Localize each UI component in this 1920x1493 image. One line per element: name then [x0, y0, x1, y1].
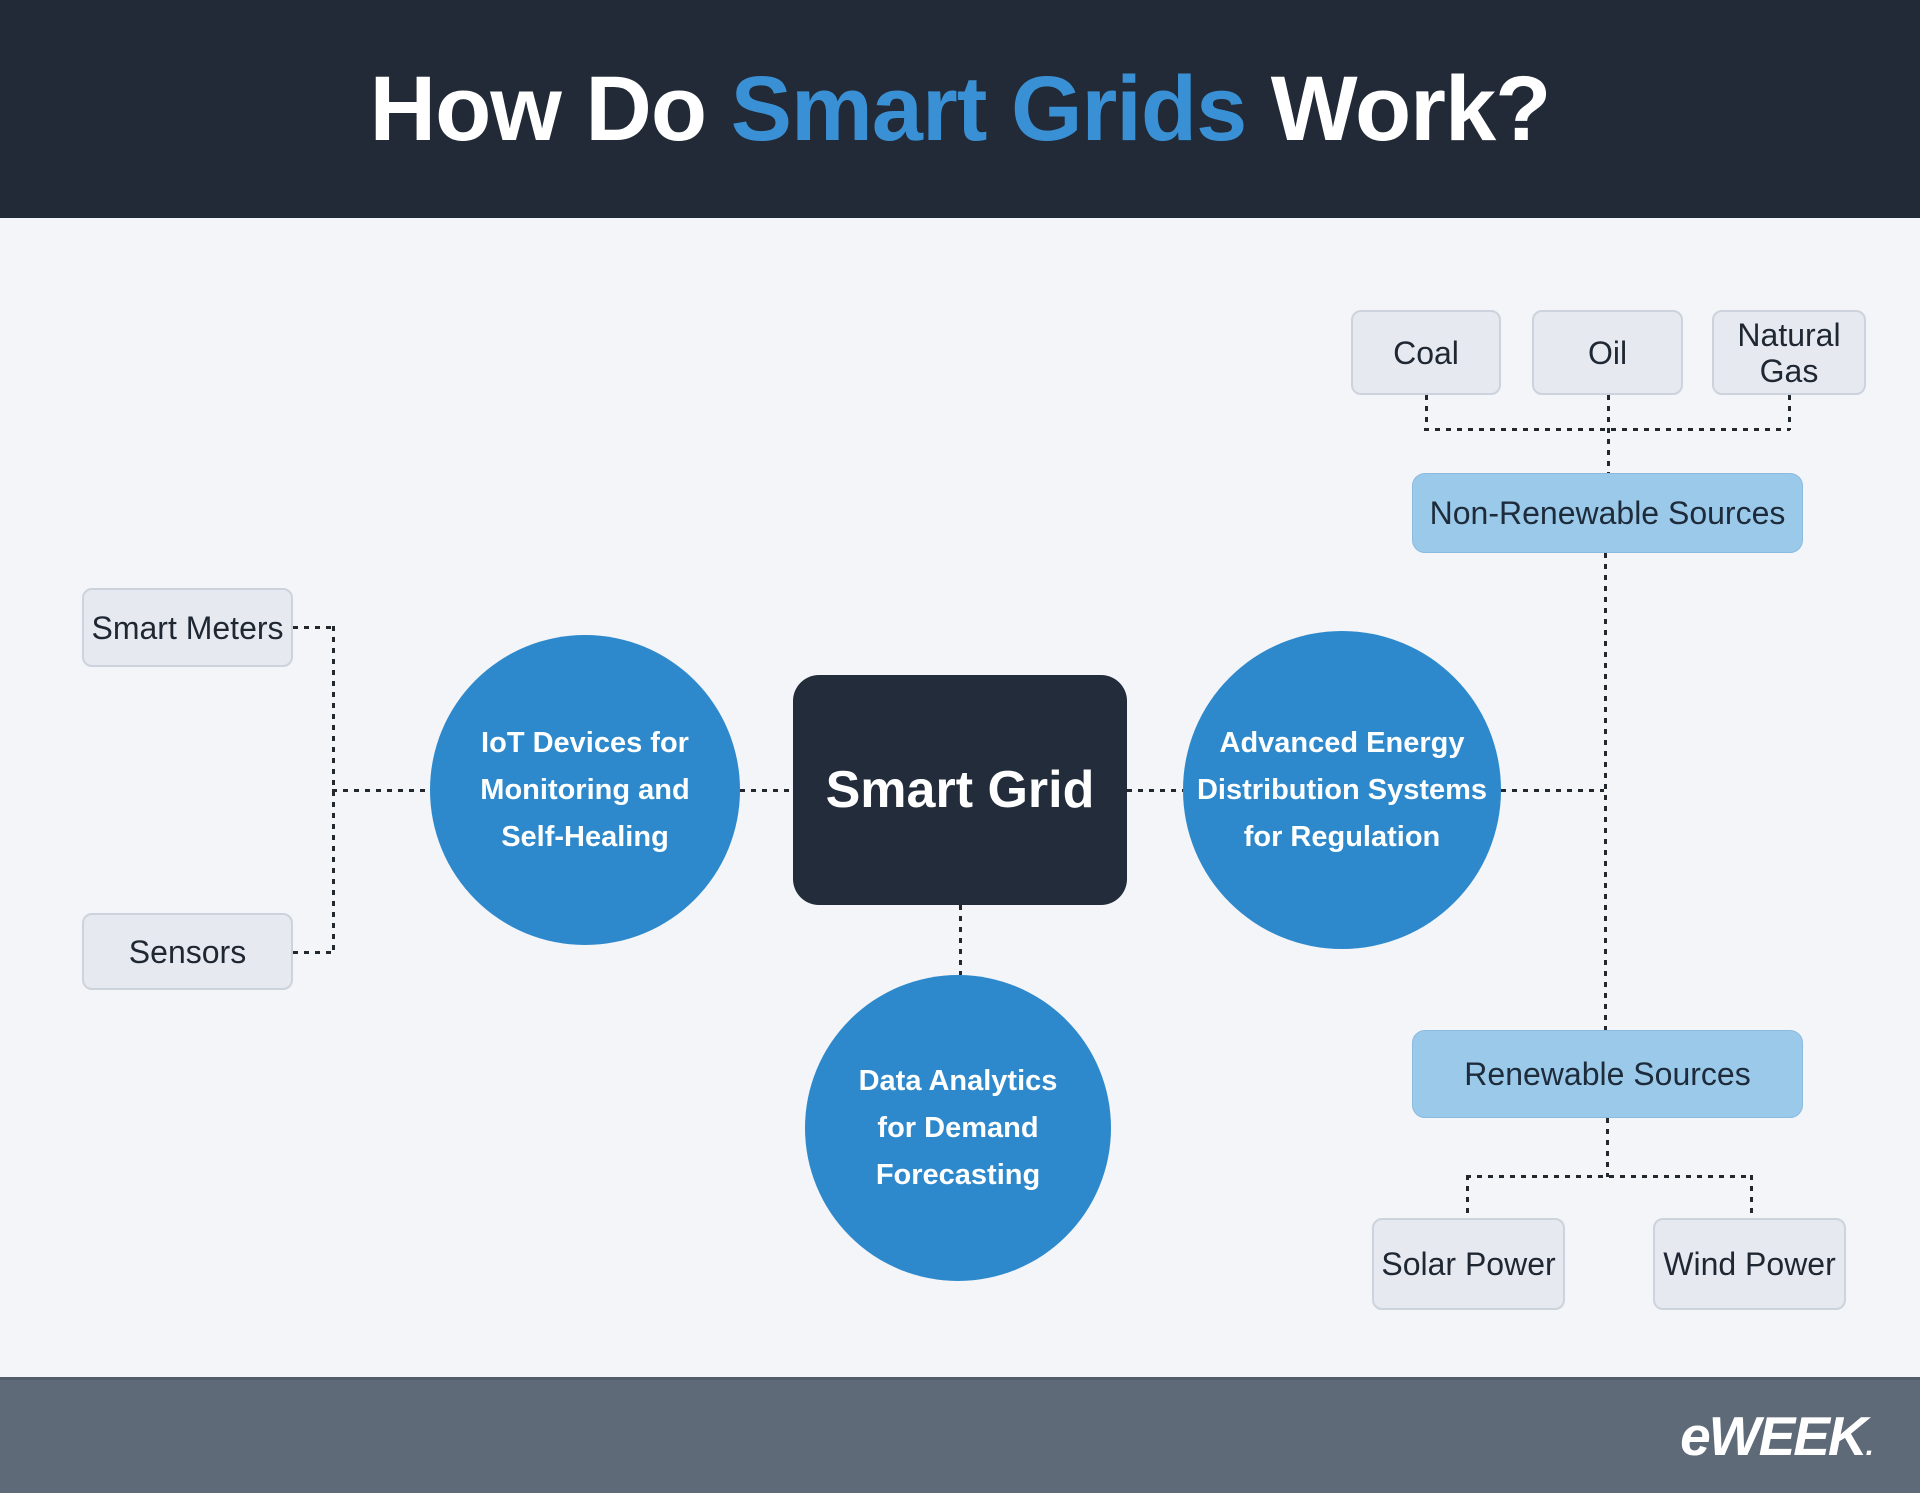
smart-grid-node: Smart Grid — [793, 675, 1127, 905]
circle-text-line: for Demand — [877, 1111, 1039, 1144]
smart-grid-label: Smart Grid — [825, 761, 1095, 819]
connector-sensors — [293, 951, 335, 954]
footer-bar: eWEEK. — [0, 1377, 1920, 1493]
connector-smart-grid-to-distribution — [1127, 789, 1183, 792]
connector-natural-gas-drop — [1788, 395, 1791, 430]
oil-node: Oil — [1532, 310, 1683, 395]
connector-sources-vertical — [1604, 553, 1607, 1030]
circle-text-line: Distribution Systems — [1196, 773, 1488, 806]
circle-text-line: Advanced Energy — [1219, 726, 1465, 759]
smart-meters-label: Smart Meters — [91, 609, 284, 646]
circle-text-line: IoT Devices for — [481, 726, 689, 759]
circle-text-line: for Regulation — [1243, 820, 1441, 853]
data-analytics-circle: Data Analytics for Demand Forecasting — [805, 975, 1111, 1281]
solar-power-node: Solar Power — [1372, 1218, 1565, 1310]
renewable-sources-node: Renewable Sources — [1412, 1030, 1803, 1118]
connector-wind-drop — [1750, 1175, 1753, 1218]
title-prefix: How Do — [369, 57, 731, 160]
non-renewable-sources-node: Non-Renewable Sources — [1412, 473, 1803, 553]
natural-gas-label: Natural Gas — [1737, 316, 1841, 389]
connector-renewable-drop — [1606, 1118, 1609, 1177]
smart-meters-node: Smart Meters — [82, 588, 293, 667]
title-accent: Smart Grids — [730, 57, 1248, 160]
iot-devices-circle: IoT Devices for Monitoring and Self-Heal… — [430, 635, 740, 945]
connector-renewable-join — [1466, 1175, 1752, 1178]
solar-power-label: Solar Power — [1381, 1246, 1556, 1282]
wind-power-label: Wind Power — [1663, 1246, 1836, 1282]
non-renewable-sources-label: Non-Renewable Sources — [1429, 495, 1786, 531]
sensors-node: Sensors — [82, 913, 293, 990]
page-title: How Do Smart Grids Work? — [369, 57, 1552, 162]
connector-left-to-iot-circle — [332, 789, 430, 792]
connector-iot-to-smart-grid — [740, 789, 793, 792]
connector-coal-drop — [1425, 395, 1428, 430]
circle-text-line: Forecasting — [875, 1158, 1041, 1191]
renewable-sources-label: Renewable Sources — [1464, 1056, 1751, 1092]
header-banner: How Do Smart Grids Work? — [0, 0, 1920, 218]
connector-oil-to-non-renewable — [1607, 395, 1610, 473]
sensors-label: Sensors — [128, 933, 247, 970]
connector-smart-meters — [293, 626, 335, 629]
title-suffix: Work? — [1246, 57, 1552, 160]
coal-label: Coal — [1393, 334, 1459, 371]
circle-text-line: Monitoring and — [480, 773, 690, 806]
eweek-logo-text: eWEEK — [1680, 1405, 1868, 1467]
connector-solar-drop — [1466, 1175, 1469, 1218]
connector-distribution-to-sources — [1501, 789, 1604, 792]
eweek-logo: eWEEK. — [1680, 1409, 1874, 1464]
connector-smart-grid-to-analytics — [959, 905, 962, 975]
distribution-systems-circle: Advanced Energy Distribution Systems for… — [1183, 631, 1501, 949]
circle-text-line: Data Analytics — [858, 1064, 1058, 1097]
circle-text-line: Self-Healing — [501, 820, 669, 853]
natural-gas-node: Natural Gas — [1712, 310, 1866, 395]
eweek-logo-dot: . — [1865, 1429, 1874, 1462]
wind-power-node: Wind Power — [1653, 1218, 1846, 1310]
coal-node: Coal — [1351, 310, 1501, 395]
oil-label: Oil — [1587, 334, 1628, 371]
